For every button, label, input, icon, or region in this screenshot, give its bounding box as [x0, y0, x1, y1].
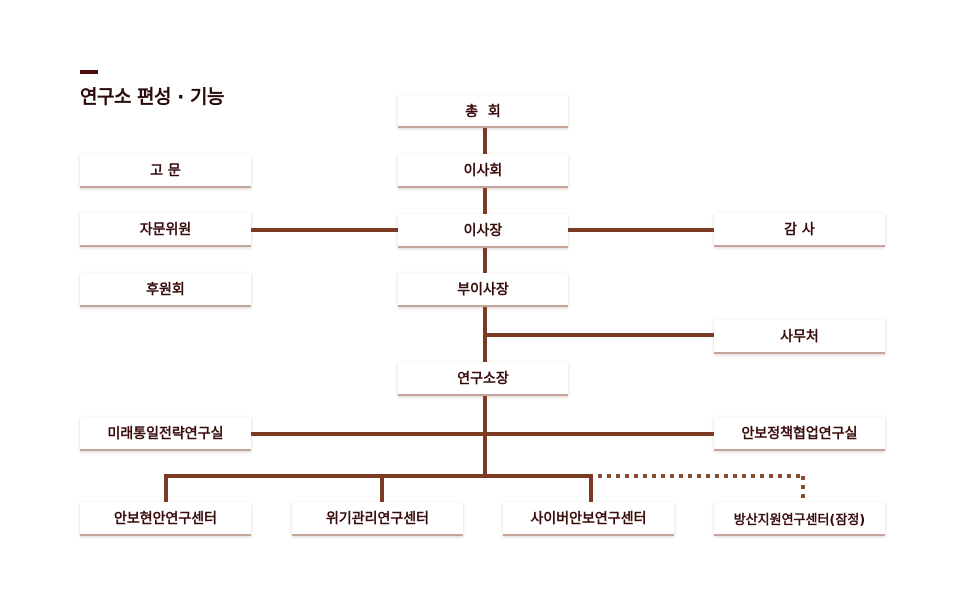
node-crisis-center: 위기관리연구센터 [292, 502, 463, 536]
node-policy-lab: 안보정책협업연구실 [714, 417, 885, 451]
node-director: 연구소장 [398, 362, 568, 396]
node-unification-lab: 미래통일전략연구실 [80, 417, 251, 451]
node-chairman: 이사장 [398, 214, 568, 248]
node-auditor: 감 사 [714, 213, 885, 247]
node-supporters: 후원회 [80, 273, 251, 307]
node-advisory-committee: 자문위원 [80, 213, 251, 247]
node-defense-center: 방산지원연구센터(잠정) [714, 502, 885, 536]
node-cyber-center: 사이버안보연구센터 [503, 502, 674, 536]
page-title: 연구소 편성 · 기능 [80, 86, 224, 108]
node-advisor: 고 문 [80, 154, 251, 188]
node-vice-chairman: 부이사장 [398, 273, 568, 307]
node-general-assembly: 총 회 [398, 95, 568, 128]
node-secretariat: 사무처 [714, 320, 885, 354]
node-security-center: 안보현안연구센터 [80, 502, 251, 536]
title-accent-bar [80, 70, 98, 74]
node-board: 이사회 [398, 154, 568, 188]
